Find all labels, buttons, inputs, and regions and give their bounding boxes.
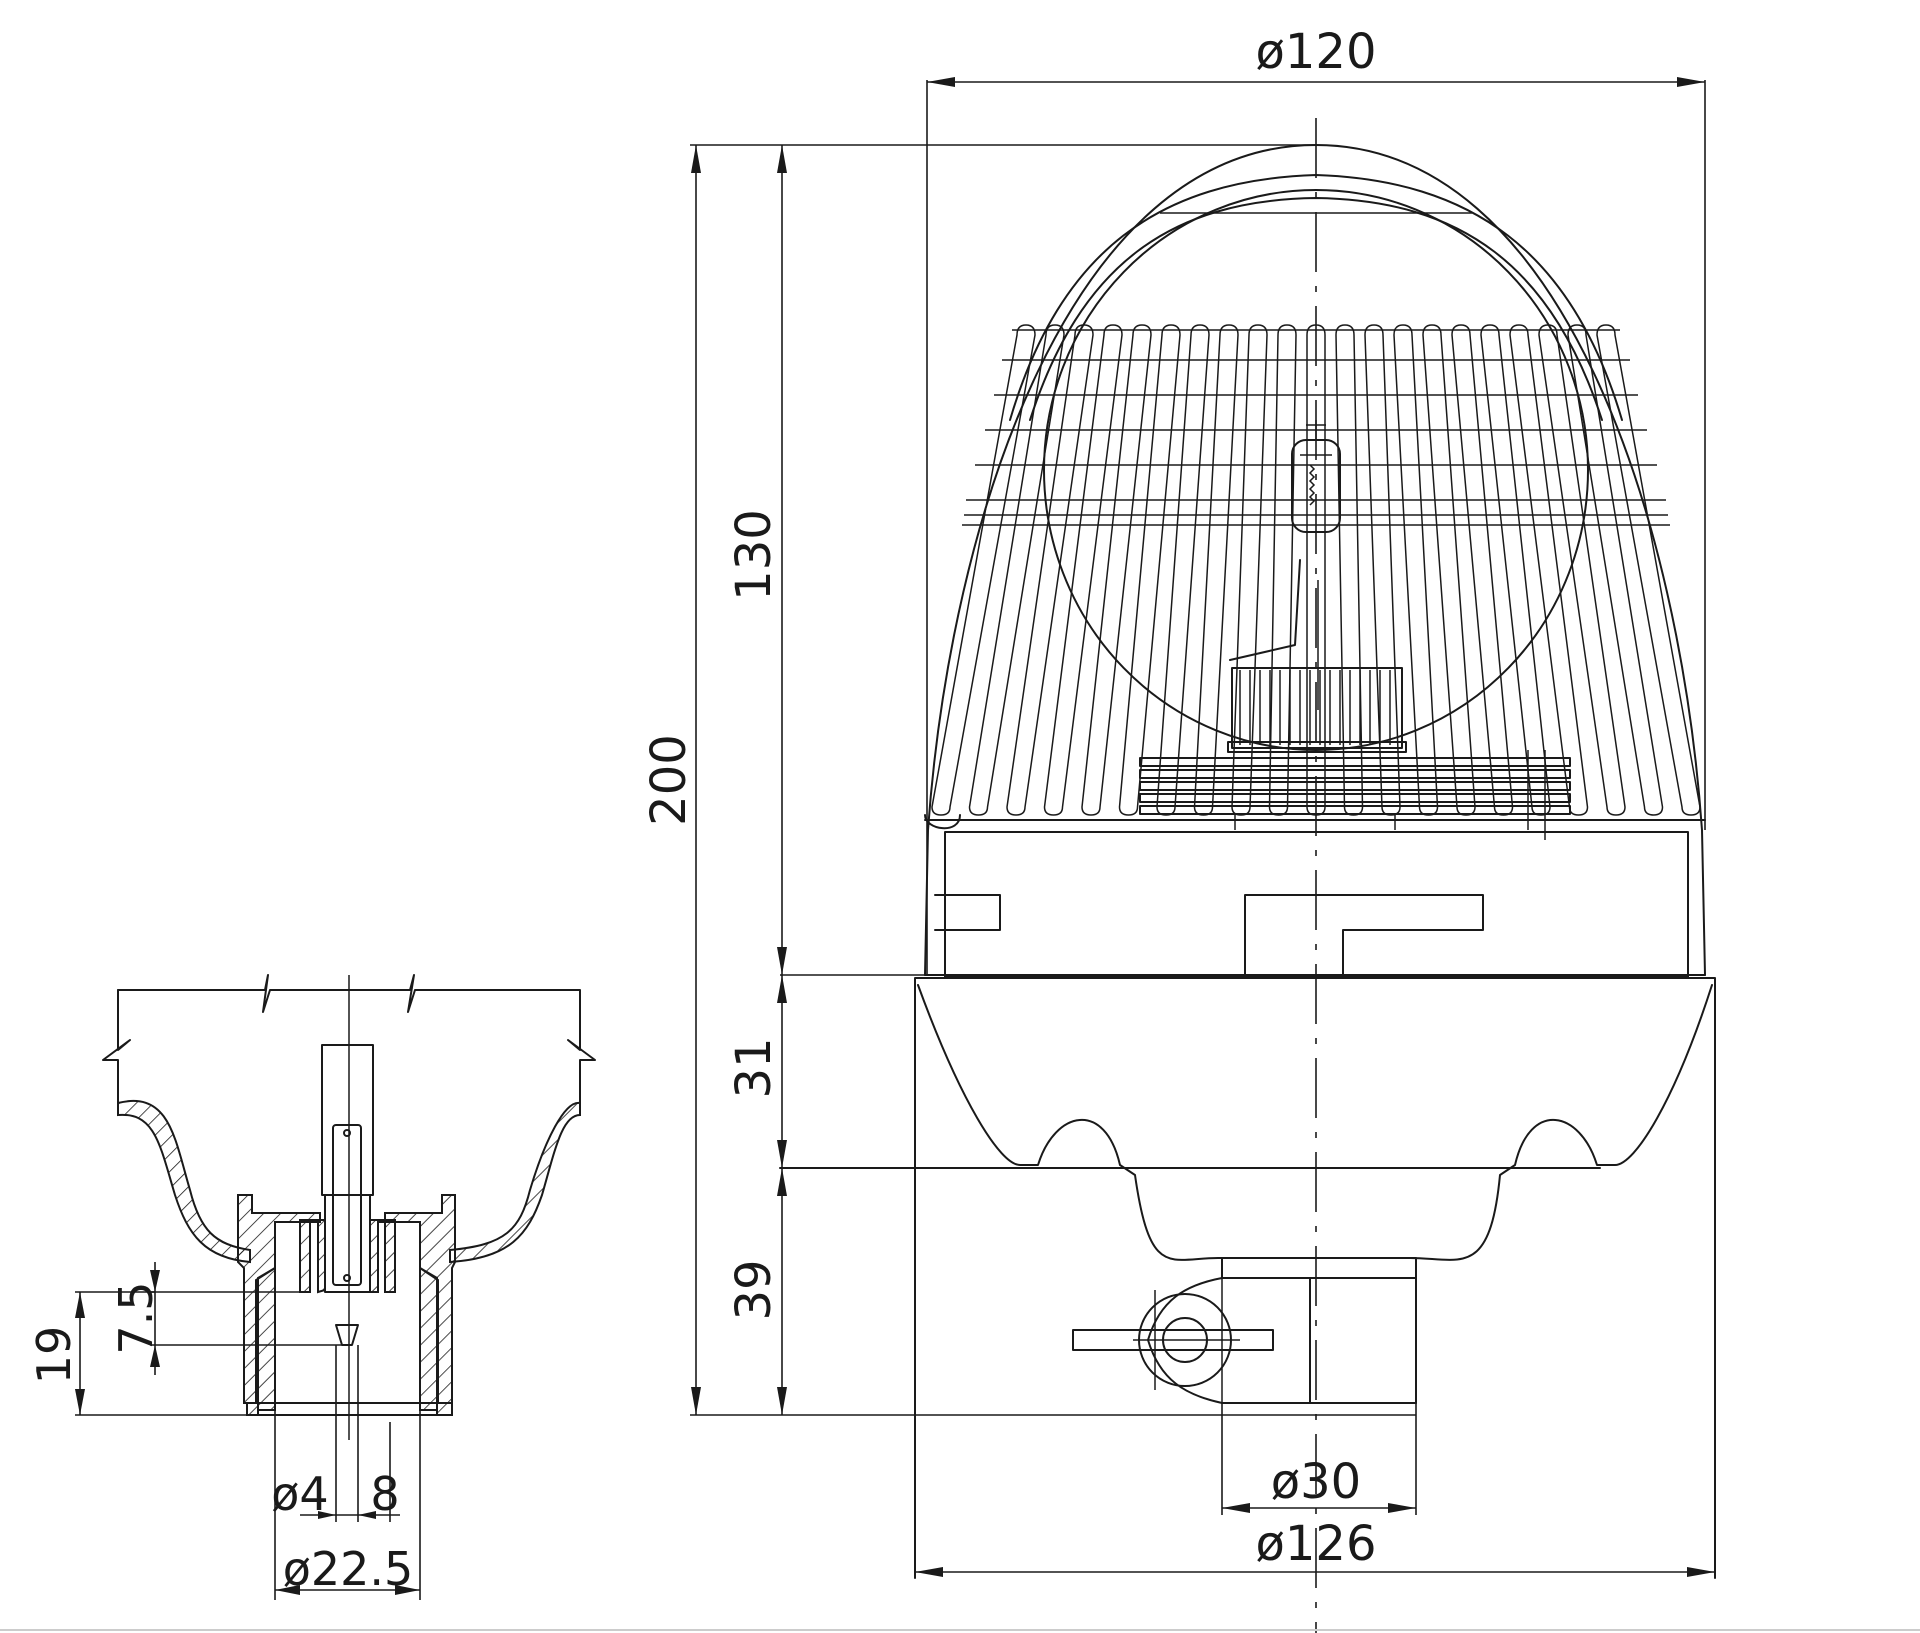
main-view: ø120 200 130 31 xyxy=(641,24,1716,1633)
dim-insert-depth: 7.5 xyxy=(109,1262,342,1375)
section-lamp-pin-body xyxy=(332,1124,362,1286)
section-view: 19 7.5 ø4 8 ø22. xyxy=(27,974,596,1600)
lens-rib xyxy=(1596,324,1701,816)
dim-section-height: 19 xyxy=(27,1291,300,1416)
dim-top-diameter: ø120 xyxy=(926,24,1706,975)
dim-pin-offset-label: 8 xyxy=(370,1467,399,1521)
dim-base-height-label: 31 xyxy=(726,1037,782,1098)
section-lamp-stem xyxy=(321,1044,374,1196)
lens-rib xyxy=(1538,324,1626,816)
section-tube-left xyxy=(257,1266,276,1411)
lens-rib xyxy=(1422,324,1476,816)
lamp-filament xyxy=(1308,464,1316,506)
dim-pipe-diameter: ø30 xyxy=(1221,1403,1417,1515)
dim-base-diameter: ø126 xyxy=(915,1516,1715,1577)
section-wall-right xyxy=(449,1101,581,1264)
lamp-socket xyxy=(1227,667,1407,753)
lens-rib xyxy=(1006,324,1094,816)
lamp-support xyxy=(1229,559,1301,661)
dim-top-diameter-label: ø120 xyxy=(1256,24,1377,80)
lens-rib xyxy=(1043,324,1123,816)
dim-base-height: 31 xyxy=(726,975,787,1168)
dim-insert-depth-label: 7.5 xyxy=(109,1281,163,1354)
section-tube-right xyxy=(419,1266,438,1411)
dim-mount-height-label: 39 xyxy=(726,1259,782,1320)
lens-rib xyxy=(1451,324,1514,816)
dim-dome-height: 130 xyxy=(726,145,925,976)
dim-base-diameter-label: ø126 xyxy=(1256,1516,1377,1572)
housing-body xyxy=(924,831,1706,978)
lens-rib xyxy=(968,324,1065,816)
dim-socket-diameter-label: ø22.5 xyxy=(283,1542,414,1596)
lens-rib xyxy=(1509,324,1589,816)
section-hub xyxy=(299,1219,326,1294)
socket-base-plate xyxy=(1139,750,1571,840)
reflector-circle xyxy=(1043,189,1589,751)
dim-pin-diameter-label: ø4 xyxy=(271,1467,328,1521)
lens-rib xyxy=(1118,324,1181,816)
pipe-clamp xyxy=(1072,1257,1417,1404)
dim-pin: ø4 8 xyxy=(271,1345,400,1522)
lens-rib xyxy=(1567,324,1664,816)
dim-total-height-label: 200 xyxy=(641,734,697,826)
section-socket-core xyxy=(324,1194,371,1293)
section-wall-left xyxy=(117,1100,251,1264)
section-break-line-left xyxy=(102,989,131,1104)
lens-rib xyxy=(931,324,1036,816)
section-break-line xyxy=(117,974,596,1104)
dim-section-height-label: 19 xyxy=(27,1326,81,1385)
dim-mount-height: 39 xyxy=(726,1168,787,1415)
section-pin-tip xyxy=(335,1324,359,1346)
lens-rib xyxy=(1081,324,1152,816)
dim-socket-diameter: ø22.5 xyxy=(274,1410,421,1600)
lens-rib xyxy=(1156,324,1210,816)
dim-dome-height-label: 130 xyxy=(726,509,782,601)
dome-rim-left xyxy=(924,814,961,830)
dim-pipe-diameter-label: ø30 xyxy=(1271,1454,1361,1510)
dim-total-height: 200 xyxy=(641,144,1416,1416)
